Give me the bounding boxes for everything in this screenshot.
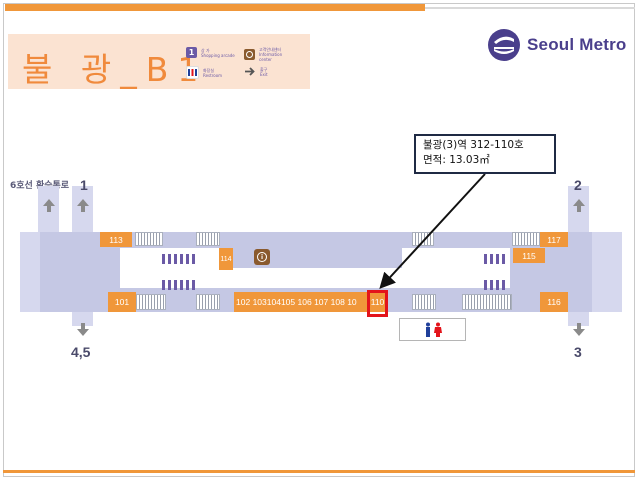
logo-text: Seoul Metro: [527, 35, 627, 54]
exit-1-label: 1: [80, 177, 88, 193]
shop-108[interactable]: 108: [330, 297, 345, 307]
restroom-icon: [426, 322, 442, 337]
up-arrow-icon: [77, 199, 89, 212]
legend-shopping-en: Shopping arcade: [201, 52, 235, 58]
ticket-gates: [162, 280, 195, 290]
callout-unit: 불광(3)역 312-110호: [423, 139, 524, 151]
page-frame: [3, 3, 635, 477]
up-arrow-icon: [573, 199, 585, 212]
shop-101[interactable]: 101: [108, 292, 136, 312]
shop-102[interactable]: 102: [236, 297, 251, 307]
legend-exit-ko: 출구: [260, 66, 268, 72]
top-divider: [425, 7, 635, 9]
shop-113[interactable]: 113: [100, 232, 132, 247]
legend-shopping-ko: 상 가: [201, 47, 210, 53]
exit-2-label: 2: [574, 177, 582, 193]
legend-restroom-ko: 화장실: [203, 67, 215, 73]
exit-3-label: 3: [574, 344, 582, 360]
stairs: [512, 232, 540, 246]
shop-117[interactable]: 117: [540, 232, 568, 247]
top-accent-bar: [5, 4, 425, 11]
shop-109[interactable]: 10: [347, 297, 357, 307]
exit-arrow-icon: [245, 67, 255, 76]
seoul-metro-logo: Seoul Metro: [487, 28, 627, 62]
seoul-metro-emblem-icon: [488, 29, 520, 61]
stairs: [412, 294, 436, 310]
stairs: [135, 232, 163, 246]
shop-110[interactable]: 110: [368, 292, 387, 312]
stairs: [462, 294, 512, 310]
legend-info-label: 고객안내센터 Information center: [259, 47, 293, 62]
callout-area: 면적: 13.03㎡: [423, 154, 490, 166]
down-arrow-icon: [573, 323, 585, 336]
exit-45-label: 4,5: [71, 344, 91, 360]
information-center-icon[interactable]: i: [254, 249, 270, 265]
legend-exit-label: 출구 Exit: [260, 67, 294, 77]
shop-105[interactable]: 105: [280, 297, 296, 307]
stairs: [196, 232, 220, 246]
shop-info-callout: 불광(3)역 312-110호 면적: 13.03㎡: [414, 134, 556, 174]
info-icon: [244, 49, 255, 60]
concourse-west-end: [20, 232, 40, 312]
restroom-icon: [186, 66, 199, 79]
legend-restroom: 화장실 Restroom: [186, 66, 237, 79]
stairs: [136, 294, 166, 310]
exit-3-corridor: [568, 312, 589, 326]
ticket-gates: [484, 280, 505, 290]
highlighted-shop-marker: [367, 290, 388, 317]
legend-exit-en: Exit: [260, 71, 268, 77]
legend-restroom-label: 화장실 Restroom: [203, 68, 237, 78]
station-title: 불 광_B1: [22, 50, 208, 89]
legend-info-en: Information center: [259, 52, 283, 62]
stairs: [196, 294, 220, 310]
shop-115[interactable]: 115: [513, 248, 545, 263]
legend-shopping: 1 상 가 Shopping arcade: [186, 47, 235, 58]
ticket-gates: [162, 254, 195, 264]
shop-103[interactable]: 103: [252, 297, 267, 307]
shop-104[interactable]: 104: [266, 297, 281, 307]
shop-114[interactable]: 114: [219, 248, 233, 270]
legend-info-ko: 고객안내센터: [259, 47, 282, 52]
legend-shopping-label: 상 가 Shopping arcade: [201, 48, 235, 58]
inner-corridor: [232, 248, 402, 268]
concourse-east-end: [592, 232, 622, 312]
header-panel: 불 광_B1 1 상 가 Shopping arcade 고객안내센터 Info…: [8, 34, 310, 89]
shop-box-icon: 1: [186, 47, 197, 58]
shop-106[interactable]: 106: [297, 297, 312, 307]
legend-info: 고객안내센터 Information center: [244, 47, 293, 62]
ticket-gates: [484, 254, 505, 264]
restroom[interactable]: [399, 318, 466, 341]
legend-restroom-en: Restroom: [203, 72, 223, 78]
down-arrow-icon: [77, 323, 89, 336]
shop-116[interactable]: 116: [540, 292, 568, 312]
legend-exit: 출구 Exit: [244, 66, 294, 77]
exit-45-corridor: [72, 312, 93, 326]
shop-107[interactable]: 107: [314, 297, 329, 307]
up-arrow-icon: [43, 199, 55, 212]
bottom-accent-bar: [3, 470, 635, 473]
